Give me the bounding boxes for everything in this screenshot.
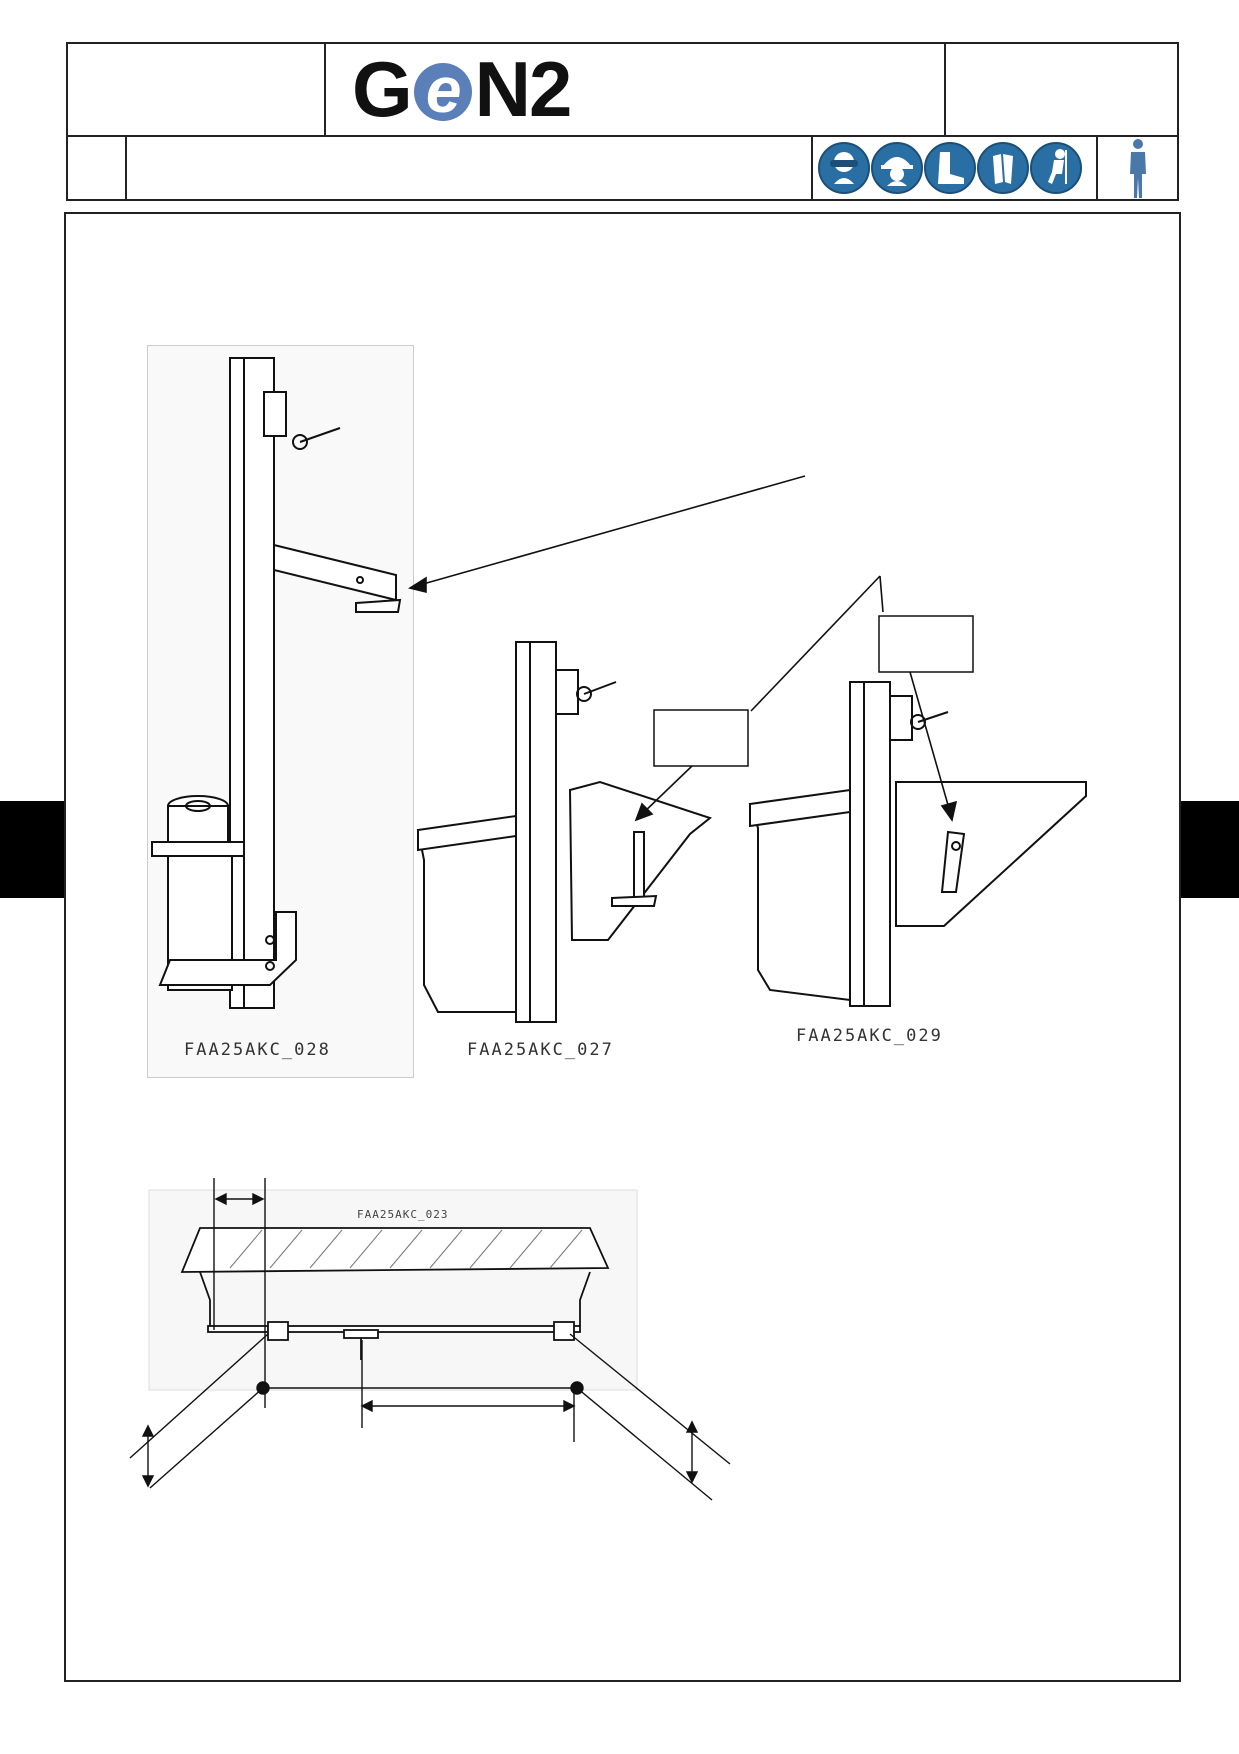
person-icon xyxy=(1122,136,1154,200)
header-frame xyxy=(66,42,1179,201)
header-divider-ppe-left xyxy=(811,135,813,201)
gloves-icon xyxy=(977,142,1029,194)
safety-glasses-icon xyxy=(818,142,870,194)
callout-box-right xyxy=(878,615,974,673)
callout-box-left xyxy=(653,709,749,767)
plan-caption: FAA25AKC_023 xyxy=(357,1208,448,1221)
header-divider-horizontal xyxy=(66,135,1179,137)
content-frame xyxy=(64,212,1181,1682)
left-section-tab xyxy=(0,801,66,898)
header-divider-small xyxy=(125,135,127,201)
fall-harness-icon xyxy=(1030,142,1082,194)
header-divider-left xyxy=(324,42,326,137)
right-section-tab xyxy=(1181,801,1239,898)
figure-caption-027: FAA25AKC_027 xyxy=(467,1040,614,1060)
header-divider-right xyxy=(944,42,946,137)
hard-hat-icon xyxy=(871,142,923,194)
header-divider-ppe-right xyxy=(1096,135,1098,201)
figure-caption-029: FAA25AKC_029 xyxy=(796,1026,943,1046)
safety-boots-icon xyxy=(924,142,976,194)
figure-caption-028: FAA25AKC_028 xyxy=(184,1040,331,1060)
